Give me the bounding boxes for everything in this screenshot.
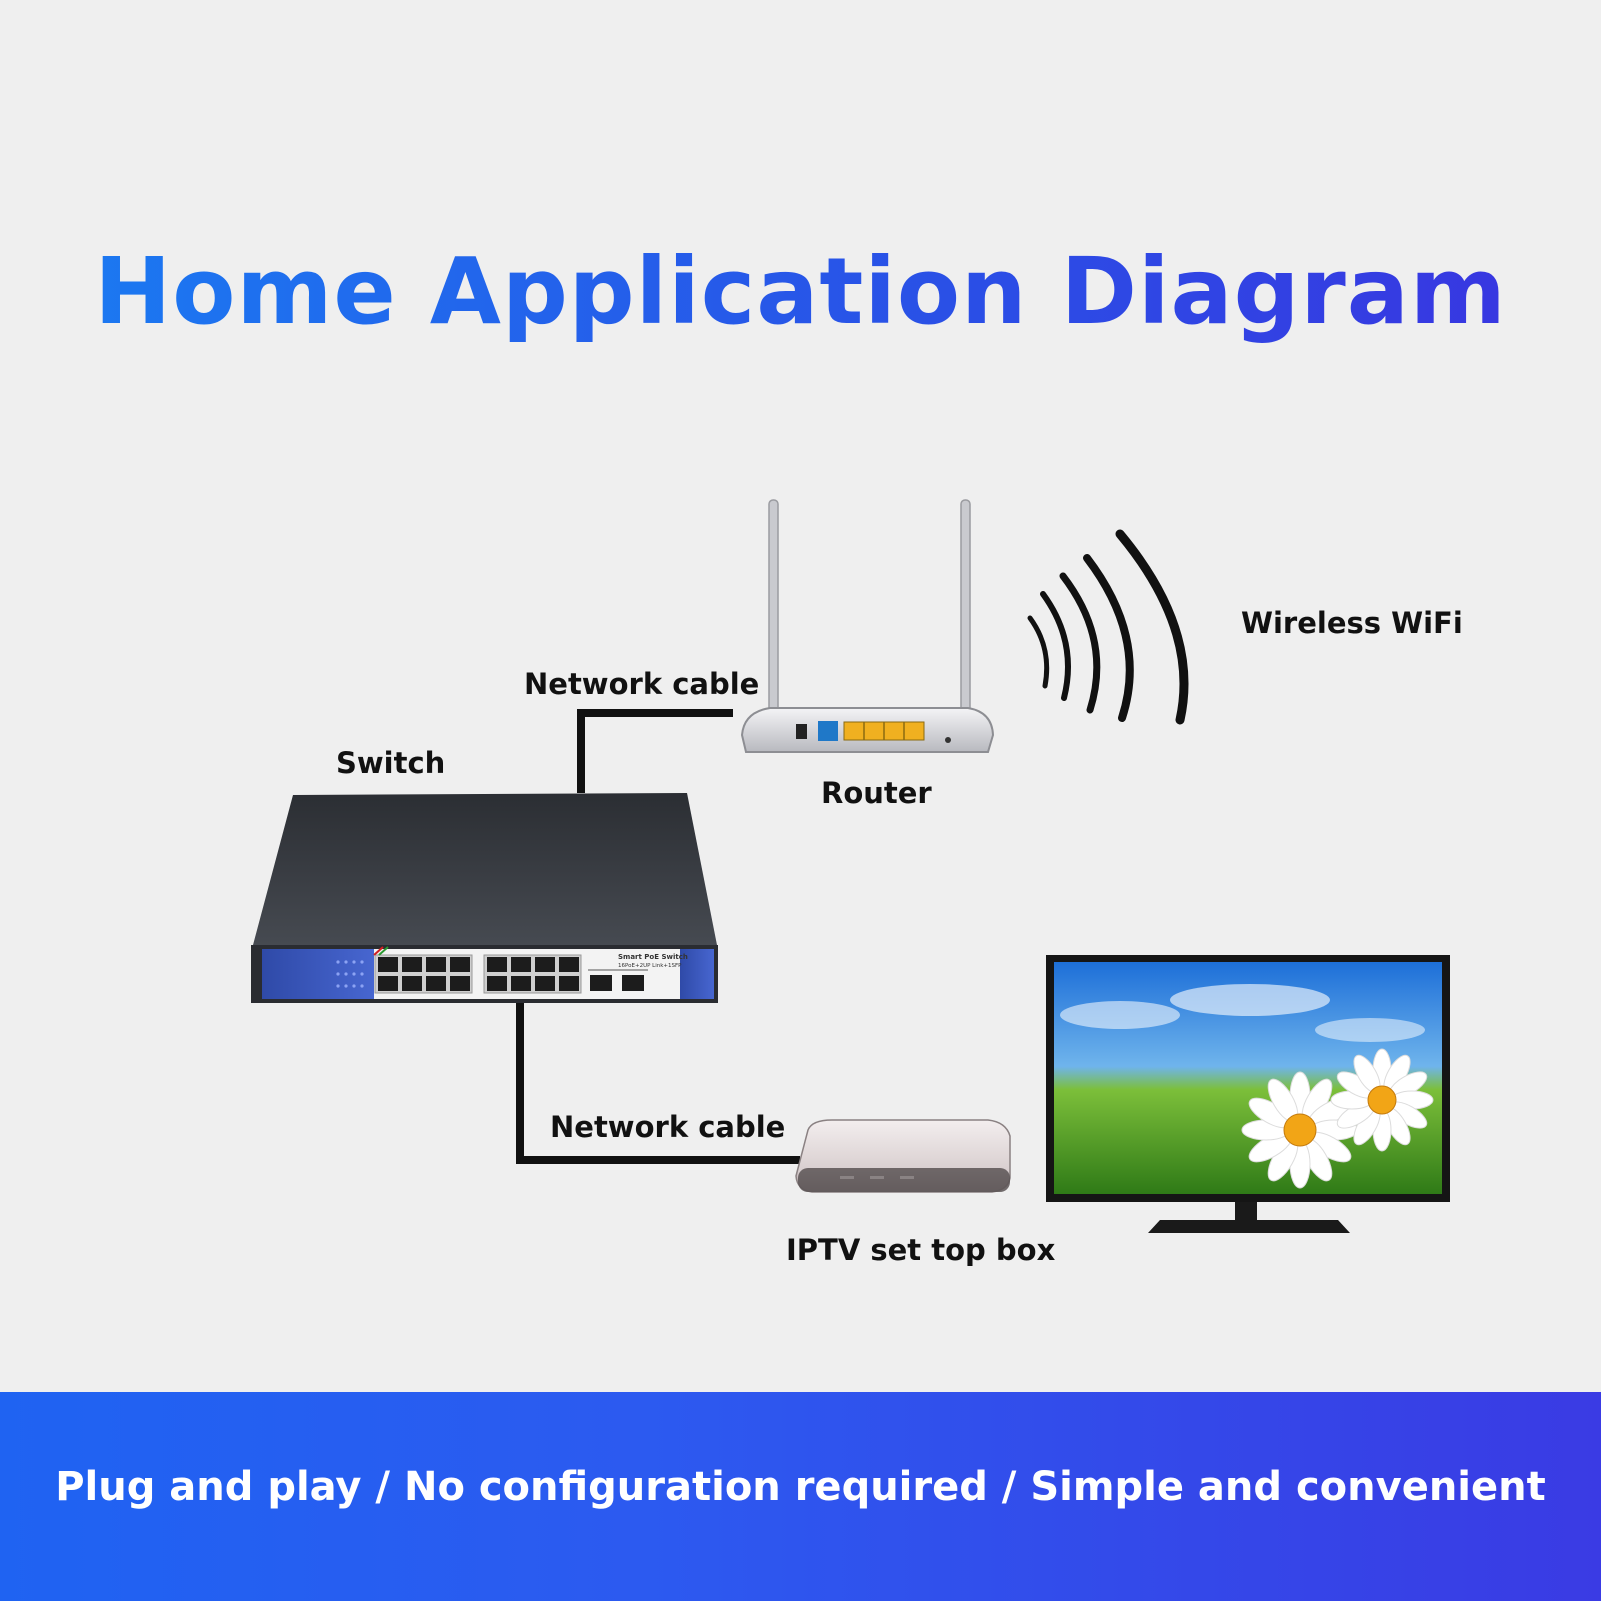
label-router: Router: [821, 776, 932, 810]
label-network-cable-bottom: Network cable: [550, 1110, 786, 1144]
iptv-set-top-box-icon: [795, 1119, 1011, 1193]
router-icon: [740, 499, 995, 753]
switch-brand-line2: 16PoE+2UP Link+1SFP: [618, 963, 682, 969]
page-title: Home Application Diagram: [0, 238, 1601, 345]
network-cable-bottom: [516, 1003, 800, 1164]
switch-brand-line1: Smart PoE Switch: [618, 953, 688, 961]
label-switch: Switch: [336, 746, 446, 780]
footer-banner: Plug and play / No configuration require…: [0, 1392, 1601, 1601]
label-wireless-wifi: Wireless WiFi: [1241, 606, 1463, 640]
tv-icon: [1046, 955, 1450, 1233]
label-network-cable-top: Network cable: [524, 667, 760, 701]
network-diagram: Smart PoE Switch 16PoE+2UP Link+1SFP: [251, 499, 1450, 1233]
switch-icon: Smart PoE Switch 16PoE+2UP Link+1SFP: [251, 793, 718, 1003]
footer-tagline: Plug and play / No configuration require…: [55, 1464, 1546, 1510]
wifi-waves-icon: [1027, 529, 1189, 725]
label-iptv-set-top-box: IPTV set top box: [786, 1233, 1056, 1267]
network-cable-top: [577, 709, 733, 793]
daisy-flower-icon: [1241, 1048, 1434, 1189]
